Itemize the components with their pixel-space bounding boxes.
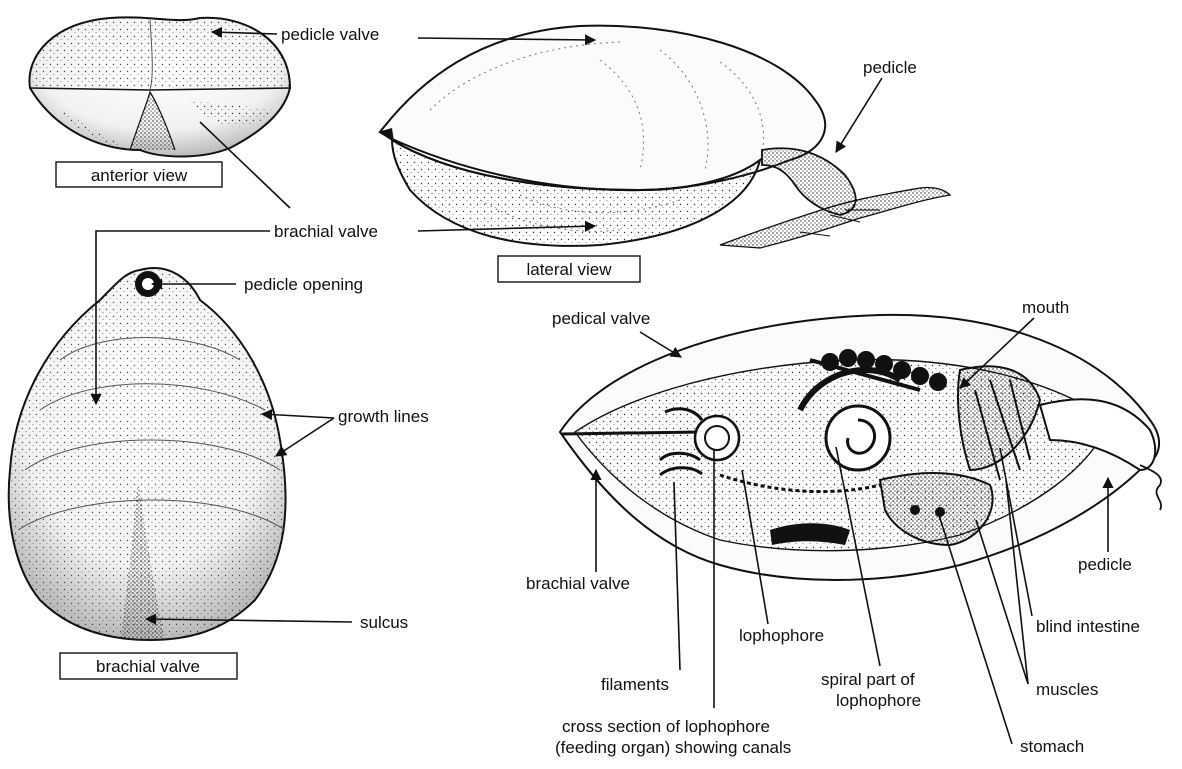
cross-section-label-line2: (feeding organ) showing canals bbox=[555, 738, 791, 757]
pedicle-valve-label: pedicle valve bbox=[281, 25, 379, 44]
mouth-label: mouth bbox=[1022, 298, 1069, 317]
spiral-label-line1: spiral part of bbox=[821, 670, 915, 689]
blind-intestine-label: blind intestine bbox=[1036, 617, 1140, 636]
pedical-valve-label: pedical valve bbox=[552, 309, 650, 328]
anterior-view-caption-box: anterior view bbox=[56, 162, 222, 187]
section-drawing bbox=[560, 315, 1161, 580]
brachial-valve-caption-box: brachial valve bbox=[60, 653, 237, 679]
brachial-valve-top-label: brachial valve bbox=[274, 222, 378, 241]
pedicle-opening-label: pedicle opening bbox=[244, 275, 363, 294]
anterior-view-shell-drawing bbox=[29, 17, 290, 156]
spiral-label-line2: lophophore bbox=[836, 691, 921, 710]
anterior-view-label: anterior view bbox=[91, 166, 188, 185]
growth-lines-label: growth lines bbox=[338, 407, 429, 426]
pedicle-top-label: pedicle bbox=[863, 58, 917, 77]
lophophore-label: lophophore bbox=[739, 626, 824, 645]
brachial-valve-bottom-caption: brachial valve bbox=[96, 657, 200, 676]
filaments-label: filaments bbox=[601, 675, 669, 694]
lateral-view-caption-box: lateral view bbox=[498, 256, 640, 282]
sulcus-label: sulcus bbox=[360, 613, 408, 632]
cross-section-label-line1: cross section of lophophore bbox=[562, 717, 770, 736]
brachial-valve-shell-drawing bbox=[9, 268, 286, 640]
brachial-valve-section-label: brachial valve bbox=[526, 574, 630, 593]
stomach-label: stomach bbox=[1020, 737, 1084, 756]
lateral-view-label: lateral view bbox=[526, 260, 612, 279]
muscles-label: muscles bbox=[1036, 680, 1098, 699]
pedicle-section-label: pedicle bbox=[1078, 555, 1132, 574]
